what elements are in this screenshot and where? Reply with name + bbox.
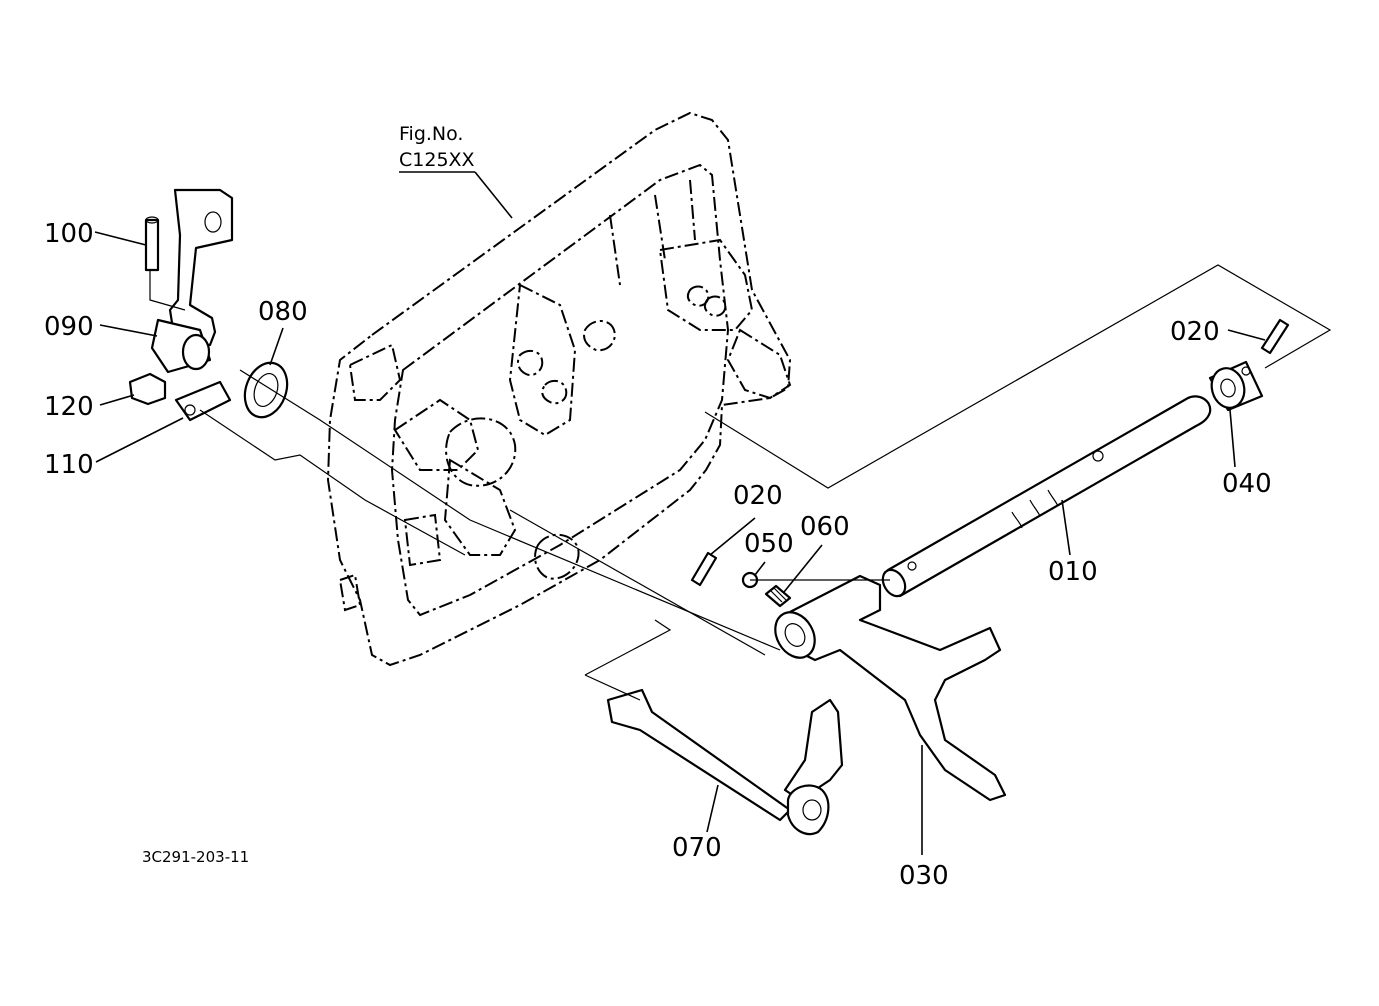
- callout-030: 030: [899, 861, 949, 891]
- callout-080: 080: [258, 297, 308, 327]
- fig-no-value: C125XX: [399, 149, 475, 171]
- part-060-spring: [764, 584, 792, 608]
- fig-no-label: Fig.No.: [399, 123, 463, 145]
- part-030-shift-fork: [774, 574, 1007, 802]
- part-090-shift-arm: [150, 188, 234, 374]
- callout-010: 010: [1048, 557, 1098, 587]
- part-010-shift-rod: [881, 395, 1212, 598]
- callout-020-right: 020: [1170, 317, 1220, 347]
- part-120-bolt: [128, 372, 167, 406]
- part-110-plate: [174, 380, 232, 422]
- callout-050: 050: [744, 529, 794, 559]
- assembly-guide-lines: [149, 264, 1332, 701]
- part-080-oil-seal: [243, 361, 289, 419]
- leader-lines: [94, 171, 1266, 855]
- part-040-collar: [1208, 360, 1264, 412]
- part-100-pin: [144, 216, 160, 272]
- callout-110: 110: [44, 450, 94, 480]
- callout-040: 040: [1222, 469, 1272, 499]
- transmission-case-phantom: [326, 111, 792, 667]
- part-070-shift-shaft: [606, 688, 844, 836]
- callout-060: 060: [800, 512, 850, 542]
- callout-070: 070: [672, 833, 722, 863]
- callout-090: 090: [44, 312, 94, 342]
- part-020-spring-pin-center: [690, 551, 718, 587]
- drawing-code: 3C291-203-11: [142, 848, 249, 866]
- part-020-spring-pin-right: [1260, 318, 1290, 355]
- callout-120: 120: [44, 392, 94, 422]
- callout-020-center: 020: [733, 481, 783, 511]
- callout-100: 100: [44, 219, 94, 249]
